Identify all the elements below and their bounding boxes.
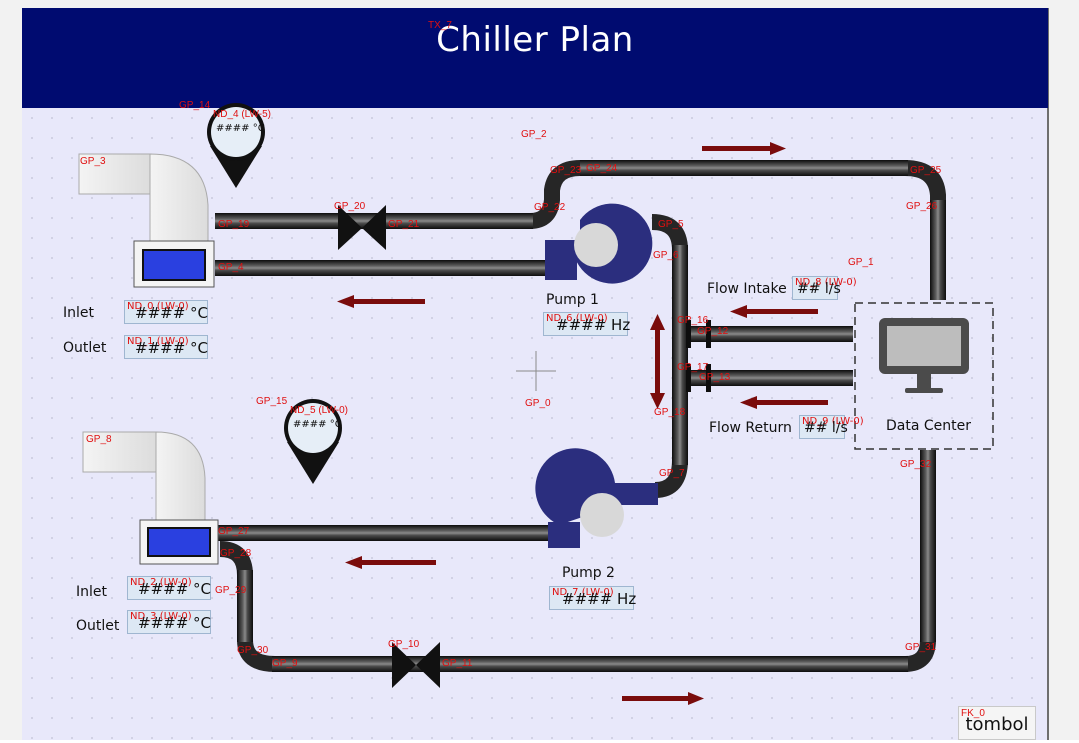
flow-intake-display: ND_8 (LW-0) ## l/s — [792, 276, 857, 300]
tag-gp20: GP_20 — [334, 201, 366, 212]
pump-2-value: #### Hz — [562, 590, 637, 608]
tag-gp28: GP_28 — [220, 548, 252, 559]
tag-gp9: GP_9 — [272, 658, 298, 669]
tag-gp27: GP_27 — [218, 526, 250, 537]
chiller-1-duct — [78, 153, 209, 245]
gauge-1-value: #### °C — [216, 123, 265, 134]
chiller-1-outlet-display: ND_1 (LW-0) #### °C — [124, 335, 208, 359]
chiller-2-inlet-label: Inlet — [76, 584, 107, 600]
valve-lower — [392, 642, 440, 688]
flow-intake-tag: ND_8 (LW-0) — [795, 277, 857, 288]
gauge-2-value: #### °C — [293, 419, 342, 430]
tag-gp15: GP_15 — [256, 396, 288, 407]
origin-crosshair — [516, 351, 556, 391]
flow-intake-label: Flow Intake — [707, 281, 787, 297]
pump-2-tag: ND_7 (LW-0) — [552, 587, 614, 598]
flow-return-display: ND_9 (LW-0) ## l/s — [799, 415, 864, 439]
tombol-button[interactable]: FK_0 tombol — [958, 706, 1036, 740]
tag-gp19: GP_19 — [218, 219, 250, 230]
pump-1-tag: ND_6 (LW-0) — [546, 313, 608, 324]
pump-2-display: ND_7 (LW-0) #### Hz — [549, 586, 637, 610]
chiller-1-inlet-value: #### °C — [135, 304, 209, 322]
chiller-2-outlet-tag: ND_3 (LW-0) — [130, 611, 192, 622]
canvas-border — [1047, 8, 1049, 740]
pump-1-label: Pump 1 — [546, 292, 599, 308]
tag-gp12: GP_12 — [697, 326, 729, 337]
chiller-1-inlet-label: Inlet — [63, 305, 94, 321]
data-center-label: Data Center — [886, 418, 971, 434]
flow-intake-value: ## l/s — [797, 281, 841, 297]
chiller-2-outlet-value: #### °C — [138, 614, 212, 632]
chiller-2-inlet-value: #### °C — [138, 580, 212, 598]
tombol-label: tombol — [965, 714, 1029, 735]
tag-gp22: GP_22 — [534, 202, 566, 213]
chiller-1-outlet-value: #### °C — [135, 339, 209, 357]
tag-gp8: GP_8 — [86, 434, 112, 445]
gauge-1-tag: ND_4 (LW-5) — [213, 109, 271, 120]
tag-gp21: GP_21 — [388, 219, 420, 230]
pump-2-label: Pump 2 — [562, 565, 615, 581]
pump-2-body — [535, 448, 658, 548]
chiller-2-unit — [139, 519, 219, 565]
pump-1-body — [545, 203, 653, 284]
data-center-box — [854, 302, 994, 450]
tag-gp4: GP_4 — [218, 262, 244, 273]
tag-gp25: GP_25 — [910, 165, 942, 176]
tag-gp23: GP_23 — [550, 165, 582, 176]
tag-gp17: GP_17 — [677, 362, 709, 373]
chiller-2-outlet-label: Outlet — [76, 618, 120, 634]
tag-gp32: GP_32 — [900, 459, 932, 470]
tombol-tag: FK_0 — [961, 708, 985, 719]
tag-gp31: GP_31 — [905, 642, 937, 653]
chiller-1-unit — [133, 240, 215, 288]
tag-gp10: GP_10 — [388, 639, 420, 650]
tag-gp18: GP_18 — [654, 407, 686, 418]
chiller-1-inlet-tag: ND_0 (LW-0) — [127, 301, 189, 312]
chiller-2-inlet-tag: ND_2 (LW-0) — [130, 577, 192, 588]
header-bar — [22, 8, 1048, 108]
tag-gp11: GP_11 — [442, 658, 473, 669]
tag-gp29: GP_29 — [215, 585, 247, 596]
chiller-1-outlet-label: Outlet — [63, 340, 107, 356]
pump-1-display: ND_6 (LW-0) #### Hz — [543, 312, 631, 336]
tag-gp14: GP_14 — [179, 100, 211, 111]
tag-gp13: GP_13 — [699, 372, 731, 383]
tag-gp24: GP_24 — [586, 163, 618, 174]
valve-upper — [338, 205, 386, 250]
gauge-2-tag: ND_5 (LW-0) — [290, 405, 348, 416]
tag-gp5: GP_5 — [658, 219, 684, 230]
chiller-2-duct — [82, 431, 206, 523]
chiller-1-inlet-display: ND_0 (LW-0) #### °C — [124, 300, 208, 324]
flow-arrows — [337, 142, 828, 705]
tag-gp30: GP_30 — [237, 645, 269, 656]
tag-gp3: GP_3 — [80, 156, 106, 167]
monitor-icon — [879, 318, 969, 393]
gauge-2-pin — [284, 399, 342, 484]
tag-gp16: GP_16 — [677, 315, 709, 326]
flow-return-tag: ND_9 (LW-0) — [802, 416, 864, 427]
tag-tx7: TX_7 — [428, 20, 452, 31]
page-title: Chiller Plan — [436, 20, 634, 60]
gauge-1-pin — [207, 103, 265, 188]
pump-1-value: #### Hz — [556, 316, 631, 334]
tee-fittings — [686, 320, 711, 392]
tag-gp1: GP_1 — [848, 257, 874, 268]
tag-gp0: GP_0 — [525, 398, 551, 409]
chiller-2-inlet-display: ND_2 (LW-0) #### °C — [127, 576, 211, 600]
tag-gp26: GP_26 — [906, 201, 938, 212]
tag-gp7: GP_7 — [659, 468, 685, 479]
diagram-canvas — [22, 8, 1048, 740]
flow-return-value: ## l/s — [804, 420, 848, 436]
chiller-1-outlet-tag: ND_1 (LW-0) — [127, 336, 189, 347]
tag-gp6: GP_6 — [653, 250, 679, 261]
tag-gp2: GP_2 — [521, 129, 547, 140]
flow-return-label: Flow Return — [709, 420, 792, 436]
chiller-2-outlet-display: ND_3 (LW-0) #### °C — [127, 610, 211, 634]
